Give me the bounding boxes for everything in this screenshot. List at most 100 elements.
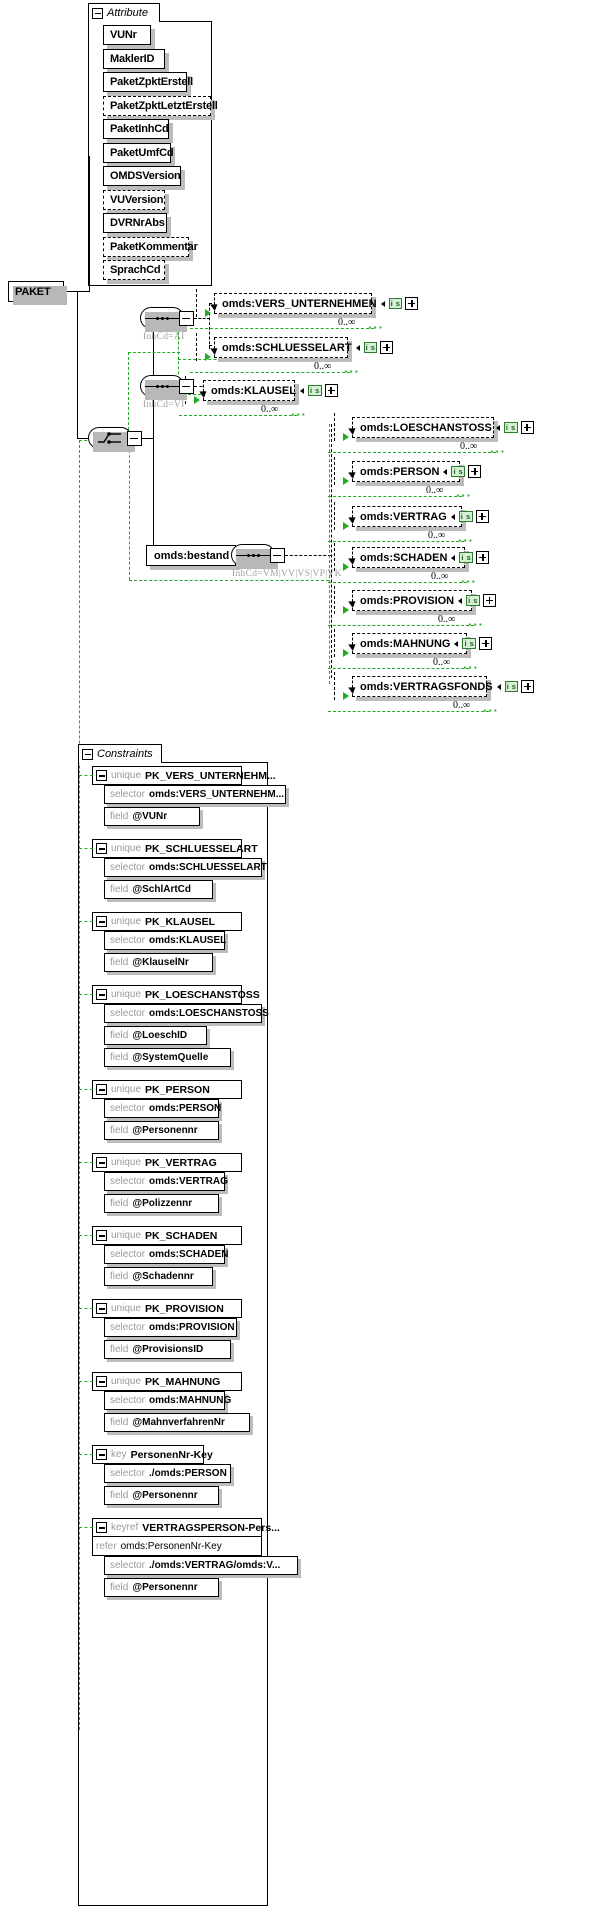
expand-icon[interactable]: [380, 341, 394, 354]
constraint-selector-row[interactable]: selector./omds:VERTRAG/omds:V...: [104, 1556, 299, 1575]
constraint-field-row[interactable]: field@ProvisionsID: [104, 1340, 232, 1359]
collapse-icon[interactable]: [96, 916, 107, 927]
expand-icon[interactable]: [479, 637, 493, 650]
compositor-sequence-ai[interactable]: [140, 307, 187, 332]
collapse-icon[interactable]: [82, 748, 93, 760]
expand-icon[interactable]: [482, 594, 496, 607]
constraint-field-row[interactable]: field@Schadennr: [104, 1267, 213, 1286]
attribute-paketzpkterstell[interactable]: PaketZpktErstell: [103, 72, 193, 92]
expand-icon[interactable]: [468, 465, 482, 478]
constraint-field-row[interactable]: field@MahnverfahrenNr: [104, 1413, 250, 1432]
constraint-name: PK_MAHNUNG: [145, 1375, 221, 1388]
expand-icon[interactable]: [475, 510, 489, 523]
attribute-sprachcd[interactable]: SprachCd: [103, 260, 165, 280]
constraint-selector-row[interactable]: selector./omds:PERSON: [104, 1464, 232, 1483]
collapse-icon[interactable]: [96, 1522, 107, 1533]
collapse-icon[interactable]: [96, 1303, 107, 1314]
constraint-field-row[interactable]: field@Personennr: [104, 1121, 220, 1140]
attribute-maklerid[interactable]: MaklerID: [103, 48, 165, 69]
collapse-icon[interactable]: [96, 1157, 107, 1168]
collapse-icon[interactable]: [96, 1084, 107, 1095]
expand-icon[interactable]: [405, 297, 419, 310]
sequence-bestand-collapse-box[interactable]: [270, 548, 285, 563]
constraint-link: [328, 582, 467, 583]
constraint-row-keyword: field: [110, 1030, 129, 1041]
sequence-vi-collapse-box[interactable]: [179, 379, 194, 394]
attribute-omdsversion[interactable]: OMDSVersion: [103, 166, 181, 186]
constraint-field-row[interactable]: field@LoeschID: [104, 1026, 207, 1045]
compositor-sequence-bestand[interactable]: [231, 544, 278, 569]
constraints-group-tab[interactable]: Constraints: [78, 744, 162, 763]
constraint-field-row[interactable]: field@SchlArtCd: [104, 880, 213, 899]
attribute-group-tab[interactable]: Attribute: [88, 3, 160, 22]
collapse-icon[interactable]: [96, 1230, 107, 1241]
attribute-paketzpktletzterstell[interactable]: PaketZpktLetztErstell: [103, 95, 218, 116]
connector: [334, 586, 335, 614]
constraint-name: VERTRAGSPERSON-Pers...: [142, 1521, 280, 1534]
collapse-icon[interactable]: [96, 770, 107, 781]
expand-icon[interactable]: [476, 551, 490, 564]
attribute-dvrnrabs[interactable]: DVRNrAbs: [103, 213, 167, 233]
constraint-name: PK_VERS_UNTERNEHM...: [145, 769, 276, 782]
attribute-paketumfcd[interactable]: PaketUmfCd: [103, 142, 174, 163]
constraint-field-row[interactable]: field@VUNr: [104, 807, 200, 826]
element-omds-bestand[interactable]: omds:bestand: [146, 545, 236, 566]
element-label: omds:SCHLUESSELART: [222, 341, 352, 354]
collapse-icon[interactable]: [96, 1376, 107, 1387]
attribute-paketkommentar[interactable]: PaketKommentar: [103, 236, 198, 257]
expand-icon[interactable]: [520, 421, 534, 434]
expand-icon[interactable]: [324, 384, 338, 397]
constraint-field-row[interactable]: field@Polizzennr: [104, 1194, 220, 1213]
attribute-paketinhcd[interactable]: PaketInhCd: [103, 119, 169, 139]
constraint-field-row[interactable]: field@Personennr: [104, 1486, 220, 1505]
root-element-paket[interactable]: PAKET: [8, 281, 67, 305]
collapse-icon[interactable]: [96, 989, 107, 1000]
compositor-choice[interactable]: [88, 427, 135, 452]
collapse-icon[interactable]: [96, 1449, 107, 1460]
constraint-row-keyword: selector: [110, 935, 146, 946]
choice-collapse-box[interactable]: [127, 431, 142, 446]
attribute-vuversion[interactable]: VUVersion: [103, 189, 165, 210]
collapse-icon[interactable]: [96, 843, 107, 854]
attribute-label: PaketZpktLetztErstell: [110, 99, 218, 112]
expand-icon[interactable]: [521, 680, 535, 693]
collapse-icon[interactable]: [92, 7, 103, 19]
constraint-field-row[interactable]: field@KlauselNr: [104, 953, 213, 972]
compositor-sequence-vi[interactable]: [140, 375, 187, 400]
constraint-field-row[interactable]: field@Personennr: [104, 1578, 220, 1597]
attribute-vunr[interactable]: VUNr: [103, 25, 151, 45]
constraint-field-row[interactable]: field@SystemQuelle: [104, 1048, 232, 1067]
sequence-ai-collapse-box[interactable]: [179, 311, 194, 326]
constraint-dots: ···: [468, 617, 484, 632]
